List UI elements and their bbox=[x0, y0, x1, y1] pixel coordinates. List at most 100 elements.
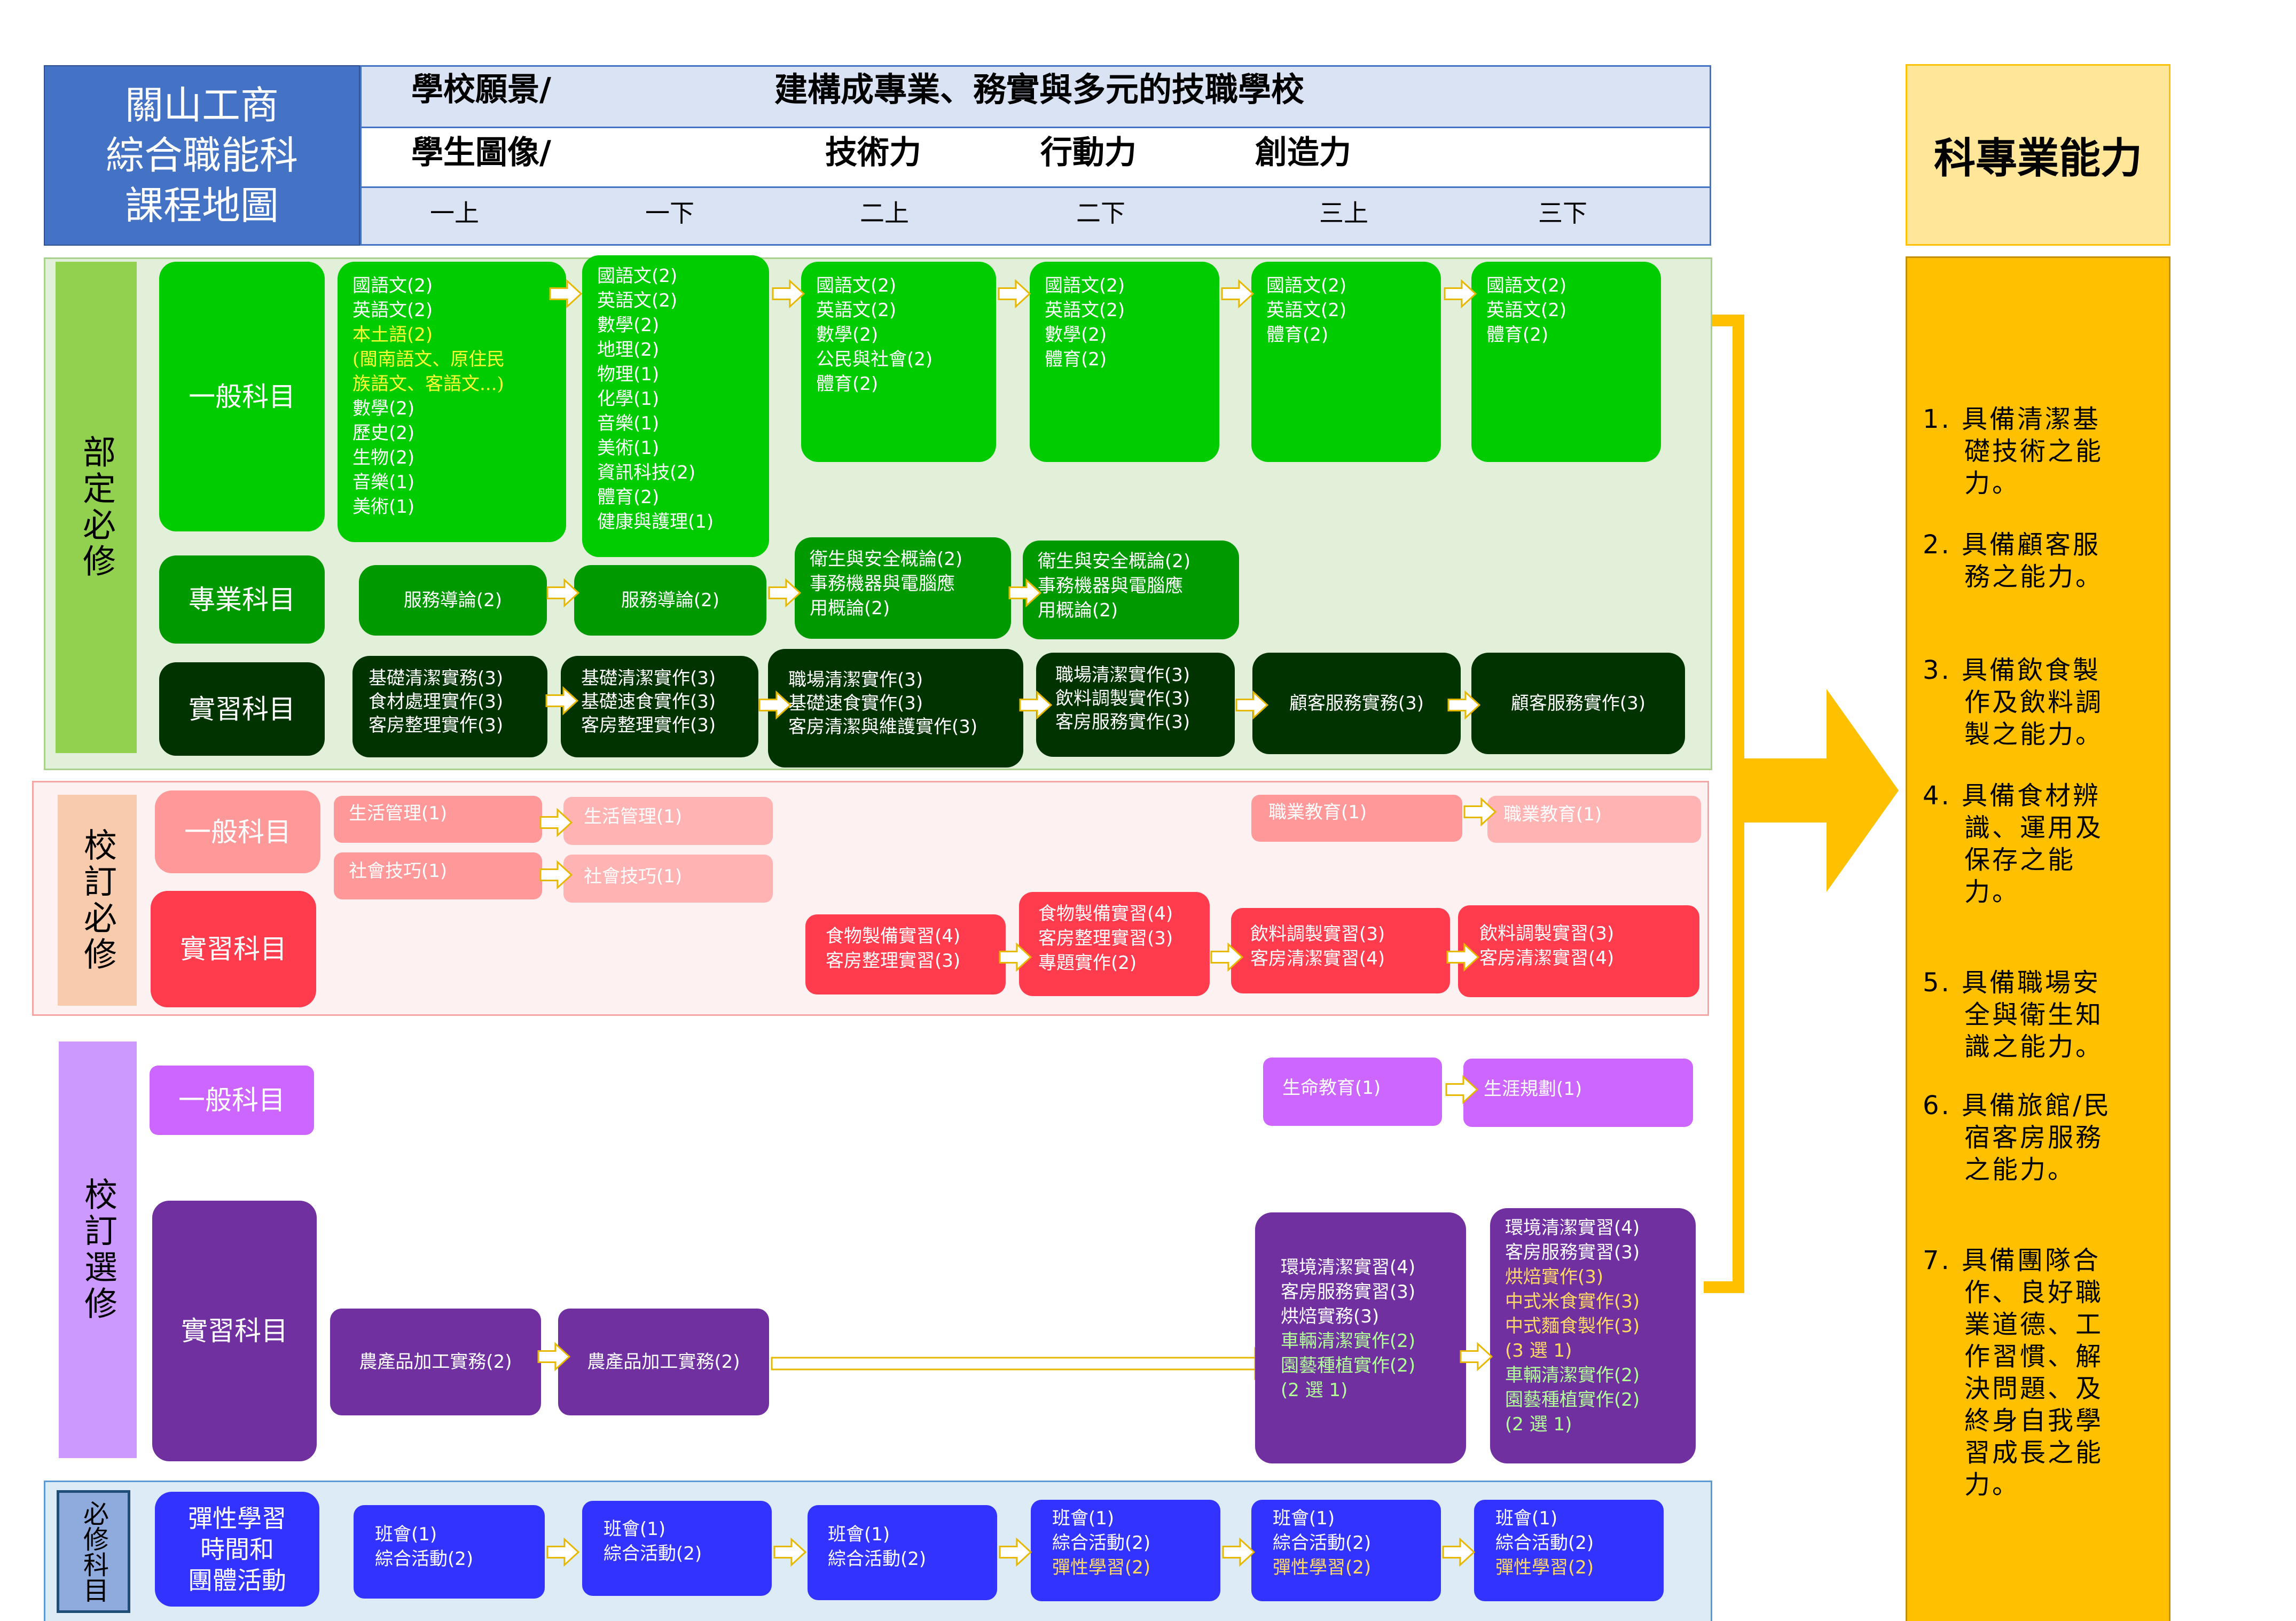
vision-label: 學校願景/ bbox=[411, 71, 551, 108]
semester-label: 一下 bbox=[645, 199, 694, 228]
course-box[interactable]: 職場清潔實作(3) 飲料調製實作(3) 客房服務實作(3) bbox=[1036, 653, 1235, 757]
arrow-right-icon bbox=[758, 690, 792, 720]
school-title-line: 綜合職能科 bbox=[105, 133, 298, 178]
portrait-item: 創造力 bbox=[1255, 134, 1351, 171]
course-box[interactable]: 國語文(2) 英語文(2) 數學(2) 公民與社會(2) 體育(2) bbox=[801, 262, 996, 462]
course-box[interactable]: 生活管理(1) bbox=[334, 796, 542, 843]
course-box[interactable]: 顧客服務實作(3) bbox=[1471, 653, 1685, 754]
course-box[interactable]: 班會(1) 綜合活動(2) bbox=[582, 1501, 772, 1596]
course-box[interactable]: 服務導論(2) bbox=[359, 565, 547, 636]
course-box[interactable]: 班會(1) 綜合活動(2) 彈性學習(2) bbox=[1031, 1500, 1220, 1601]
vision-row bbox=[360, 65, 1711, 128]
arrow-right-icon bbox=[1442, 1537, 1476, 1567]
arrow-right-icon bbox=[1460, 1342, 1493, 1372]
course-box[interactable]: 飲料調製實習(3) 客房清潔實習(4) bbox=[1458, 905, 1699, 997]
course-box[interactable]: 飲料調製實習(3) 客房清潔實習(4) bbox=[1231, 908, 1450, 993]
course-box[interactable]: 國語文(2) 英語文(2) 數學(2) 地理(2) 物理(1) 化學(1) 音樂… bbox=[582, 255, 769, 557]
ability-panel bbox=[1906, 256, 2170, 1621]
course-box[interactable]: 社會技巧(1) bbox=[563, 855, 773, 903]
row-label-practice: 實習科目 bbox=[151, 891, 316, 1007]
arrow-right-icon bbox=[545, 686, 579, 716]
course-box[interactable]: 國語文(2) 英語文(2) 數學(2) 體育(2) bbox=[1030, 262, 1219, 462]
course-box[interactable]: 食物製備實習(4) 客房整理實習(3) 專題實作(2) bbox=[1019, 892, 1210, 996]
row-label-general: 一般科目 bbox=[150, 1066, 314, 1135]
course-box[interactable]: 班會(1) 綜合活動(2) 彈性學習(2) bbox=[1474, 1500, 1664, 1601]
ability-item: 6. 具備旅館/民 宿客房服務 之能力。 bbox=[1923, 1091, 2112, 1185]
arrow-right-icon bbox=[999, 942, 1032, 972]
arrow-right-icon bbox=[768, 578, 802, 608]
row-label-practice: 實習科目 bbox=[152, 1201, 317, 1461]
course-box[interactable]: 衛生與安全概論(2) 事務機器與電腦應 用概論(2) bbox=[1023, 541, 1239, 639]
arrow-right-icon bbox=[1222, 1537, 1256, 1567]
course-box[interactable]: 班會(1) 綜合活動(2) bbox=[808, 1505, 997, 1600]
arrow-right-icon bbox=[546, 578, 580, 608]
course-box[interactable]: 班會(1) 綜合活動(2) bbox=[354, 1505, 545, 1599]
course-box[interactable]: 職業教育(1) bbox=[1251, 795, 1462, 842]
arrow-right-icon bbox=[998, 279, 1031, 309]
arrow-right-icon bbox=[539, 860, 573, 890]
school-title-line: 課程地圖 bbox=[124, 183, 279, 228]
ability-item: 7. 具備團隊合 作、良好職 業道德、工 作習慣、解 決問題、及 終身自我學 習… bbox=[1923, 1246, 2104, 1500]
row-label-flex: 彈性學習 時間和 團體活動 bbox=[155, 1492, 319, 1607]
arrow-right-icon bbox=[546, 1537, 580, 1567]
course-box[interactable]: 職業教育(1) bbox=[1487, 796, 1701, 843]
course-box[interactable]: 服務導論(2) bbox=[574, 565, 766, 636]
ability-item: 3. 具備飲食製 作及飲料調 製之能力。 bbox=[1923, 655, 2104, 749]
semester-label: 一上 bbox=[430, 199, 479, 228]
arrow-right-icon bbox=[1463, 797, 1497, 827]
arrow-right-icon bbox=[549, 279, 583, 309]
course-box[interactable]: 生活管理(1) bbox=[563, 797, 773, 845]
semester-label: 三下 bbox=[1538, 199, 1587, 228]
arrow-right-icon bbox=[772, 279, 805, 309]
school-title-box: 關山工商 綜合職能科 課程地圖 bbox=[44, 65, 360, 246]
course-box[interactable]: 生命教育(1) bbox=[1263, 1058, 1442, 1126]
course-box[interactable]: 農產品加工實務(2) bbox=[558, 1309, 769, 1415]
ability-title: 科專業能力 bbox=[1906, 64, 2170, 246]
course-box[interactable]: 班會(1) 綜合活動(2) 彈性學習(2) bbox=[1251, 1500, 1441, 1601]
portrait-item: 行動力 bbox=[1040, 134, 1137, 171]
portrait-label: 學生圖像/ bbox=[411, 134, 551, 171]
school-required-label: 校訂必修 bbox=[58, 795, 137, 1006]
course-box[interactable]: 社會技巧(1) bbox=[334, 852, 542, 899]
course-box[interactable]: 環境清潔實習(4) 客房服務實習(3) 烘焙實務(3) 車輛清潔實作(2) 園藝… bbox=[1255, 1212, 1466, 1463]
arrow-right-icon bbox=[1019, 690, 1053, 720]
course-box[interactable]: 農產品加工實務(2) bbox=[330, 1309, 541, 1415]
row-label-professional: 專業科目 bbox=[159, 555, 325, 644]
arrow-right-icon bbox=[1221, 279, 1255, 309]
semester-label: 二上 bbox=[860, 199, 909, 228]
course-box[interactable]: 衛生與安全概論(2) 事務機器與電腦應 用概論(2) bbox=[795, 537, 1011, 639]
mandatory-label: 必修科目 bbox=[57, 1490, 130, 1613]
arrow-right-icon bbox=[1008, 578, 1042, 608]
course-box[interactable]: 基礎清潔實作(3) 基礎速食實作(3) 客房整理實作(3) bbox=[561, 656, 758, 757]
course-box[interactable]: 國語文(2) 英語文(2) 體育(2) bbox=[1471, 262, 1661, 462]
row-label-general: 一般科目 bbox=[159, 262, 325, 531]
course-box[interactable]: 生涯規劃(1) bbox=[1463, 1059, 1693, 1127]
semester-label: 三上 bbox=[1319, 199, 1368, 228]
row-label-practice: 實習科目 bbox=[159, 662, 325, 756]
vision-text: 建構成專業、務實與多元的技職學校 bbox=[774, 70, 1305, 109]
semester-label: 二下 bbox=[1076, 199, 1125, 228]
course-box[interactable]: 食物製備實習(4) 客房整理實習(3) bbox=[805, 914, 1006, 994]
ability-item: 2. 具備顧客服 務之能力。 bbox=[1923, 530, 2104, 592]
arrow-right-icon bbox=[1445, 1075, 1479, 1105]
arrow-right-icon bbox=[773, 1537, 807, 1567]
arrow-right-icon bbox=[1446, 942, 1480, 972]
arrow-right-icon bbox=[1444, 279, 1477, 309]
portrait-row bbox=[360, 128, 1711, 188]
semester-row bbox=[360, 188, 1711, 246]
big-arrow-icon bbox=[1736, 689, 1899, 892]
course-box[interactable]: 國語文(2) 英語文(2) 體育(2) bbox=[1251, 262, 1441, 462]
arrow-right-icon bbox=[539, 808, 573, 837]
course-box[interactable]: 職場清潔實作(3) 基礎速食實作(3) 客房清潔與維護實作(3) bbox=[768, 649, 1023, 768]
course-box[interactable]: 基礎清潔實務(3) 食材處理實作(3) 客房整理實作(3) bbox=[352, 656, 547, 757]
school-elective-label: 校訂選修 bbox=[59, 1041, 137, 1458]
dept-required-label: 部定必修 bbox=[56, 262, 137, 753]
arrow-right-icon bbox=[1210, 942, 1244, 972]
course-box[interactable]: 國語文(2) 英語文(2) 本土語(2) (閩南語文、原住民 族語文、客語文..… bbox=[338, 262, 566, 542]
course-box[interactable]: 環境清潔實習(4) 客房服務實習(3) 烘焙實作(3) 中式米食實作(3) 中式… bbox=[1490, 1208, 1696, 1463]
arrow-right-icon bbox=[1235, 690, 1269, 720]
portrait-item: 技術力 bbox=[825, 134, 921, 171]
ability-item: 5. 具備職場安 全與衛生知 識之能力。 bbox=[1923, 968, 2104, 1062]
course-box[interactable]: 顧客服務實務(3) bbox=[1252, 653, 1461, 754]
